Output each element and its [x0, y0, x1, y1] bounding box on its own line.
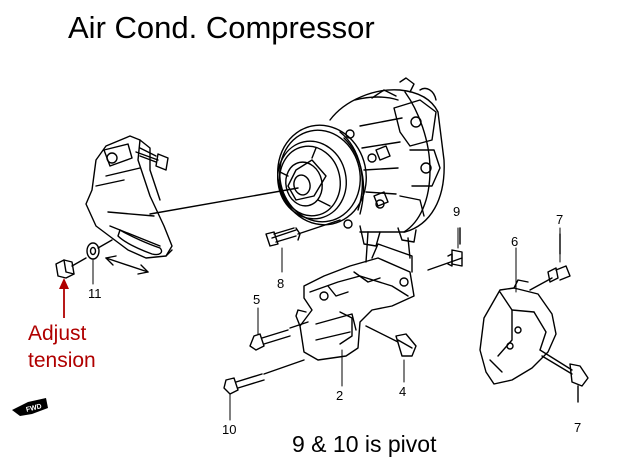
callout-2: 2 [336, 388, 343, 403]
pivot-note: 9 & 10 is pivot [292, 431, 437, 457]
assembly-line-4 [71, 257, 87, 267]
callout-8: 8 [277, 276, 284, 291]
washer-11 [86, 242, 100, 260]
main-mount-bracket [295, 243, 415, 361]
adjust-bolt [55, 259, 75, 279]
adjust-direction-arrow [105, 255, 149, 275]
adjust-note-line1: Adjust [28, 322, 87, 345]
callout-6: 6 [511, 234, 518, 249]
bolt-10 [223, 359, 305, 395]
bolt-8 [265, 219, 341, 247]
fwd-label: FWD [25, 403, 42, 414]
bolt-7-top [529, 233, 571, 291]
adjust-red-arrow [59, 278, 69, 318]
callout-9: 9 [453, 204, 460, 219]
adjust-tension-note: Adjust tension [28, 320, 96, 374]
callout-10: 10 [222, 422, 236, 437]
callout-7-top: 7 [556, 212, 563, 227]
callout-4: 4 [399, 384, 406, 399]
page-title: Air Cond. Compressor [68, 10, 375, 45]
callout-11: 11 [88, 286, 102, 301]
callout-5: 5 [253, 292, 260, 307]
compressor [277, 77, 445, 247]
right-bracket [479, 279, 557, 385]
assembly-line-5 [97, 239, 113, 249]
callout-7-bottom: 7 [574, 420, 581, 435]
fwd-arrow-icon: FWD [12, 398, 48, 416]
adjust-note-line2: tension [28, 349, 96, 372]
assembly-line-3 [407, 237, 411, 259]
bracket-bolt-top [135, 147, 169, 171]
bolt-9 [427, 227, 463, 271]
bolt-4 [365, 325, 417, 357]
bolt-7-bottom [539, 349, 589, 403]
adjusting-bracket [85, 135, 173, 259]
assembly-line-1 [149, 187, 299, 215]
leader-lines [92, 227, 561, 421]
bolt-5 [249, 321, 309, 351]
callout-numbers: 11 8 9 6 7 5 2 4 10 7 [88, 204, 581, 437]
assembly-line-2 [365, 231, 369, 263]
